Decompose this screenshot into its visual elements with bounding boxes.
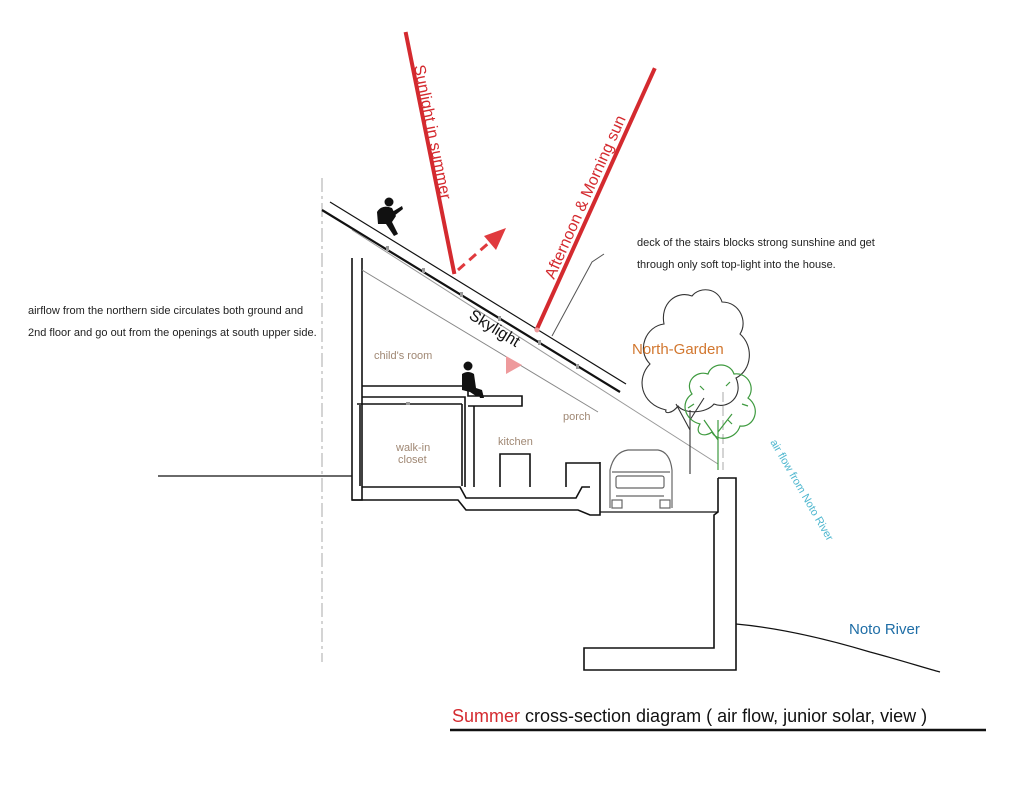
retaining-wall <box>583 477 941 673</box>
caption: Summer cross-section diagram ( air flow,… <box>452 706 927 726</box>
sunlight-summer-label: Sunlight in summer <box>410 63 454 201</box>
airflow-arrow-icon <box>506 356 522 374</box>
skylight-label: Skylight <box>466 307 523 351</box>
caption-rest: cross-section diagram ( air flow, junior… <box>520 706 927 726</box>
air-flow-river-label: air flow from Noto River <box>767 438 835 544</box>
afternoon-morning-label: Afternoon & Morning sun <box>542 113 630 282</box>
airflow-note-line1: airflow from the northern side circulate… <box>28 305 303 317</box>
tree-large-icon <box>641 289 750 474</box>
person-on-roof-icon <box>377 197 403 236</box>
walk-in-label-line2: closet <box>398 454 427 466</box>
north-garden-label: North-Garden <box>632 341 724 358</box>
kitchen-label: kitchen <box>498 436 533 448</box>
sun-rays <box>403 31 657 332</box>
walk-in-label-line1: walk-in <box>395 442 430 454</box>
childs-room-label: child's room <box>374 350 432 362</box>
roof-skylight <box>321 201 719 465</box>
caption-highlight: Summer <box>452 706 520 726</box>
deck-note-line2: through only soft top-light into the hou… <box>637 259 836 271</box>
deck-note-leader <box>551 253 605 337</box>
airflow-note-line2: 2nd floor and go out from the openings a… <box>28 327 317 339</box>
sun-reflect-arrow <box>457 228 540 374</box>
house-section <box>351 258 601 516</box>
porch-label: porch <box>563 411 591 423</box>
deck-note-line1: deck of the stairs blocks strong sunshin… <box>637 237 875 249</box>
noto-river-label: Noto River <box>849 621 920 638</box>
car-icon <box>609 449 673 509</box>
person-sitting-icon <box>462 361 484 398</box>
tree-small-icon <box>684 364 756 470</box>
